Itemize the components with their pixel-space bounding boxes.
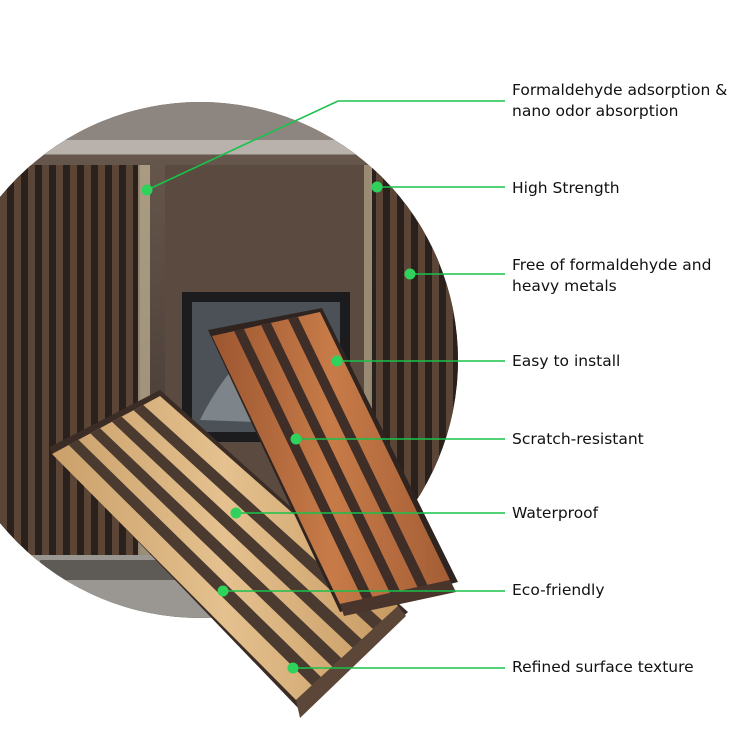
panel-groove	[68, 439, 321, 686]
wall-slat	[28, 165, 35, 565]
panel-groove	[234, 328, 373, 600]
wall-slat	[42, 165, 49, 565]
wall-slat	[84, 165, 91, 565]
feature-leaders	[141, 100, 505, 674]
panel-groove	[111, 416, 362, 648]
feature-label-easy-install: Easy to install	[512, 352, 621, 370]
wall-slat	[432, 165, 439, 565]
wall-slat	[474, 165, 481, 565]
leader-line	[146, 100, 505, 191]
leader-dot	[141, 184, 153, 196]
panel-groove	[133, 404, 383, 630]
leader-dot	[371, 181, 383, 193]
leader-dot	[290, 433, 302, 445]
left-slat-wall	[0, 165, 140, 565]
feature-label-high-strength: High Strength	[512, 179, 620, 197]
wall-slat	[56, 165, 63, 565]
leader-dot	[217, 585, 229, 597]
wall-slat	[418, 165, 425, 565]
leader-dot	[230, 507, 242, 519]
wall-slat	[446, 165, 453, 565]
wall-slat	[14, 165, 21, 565]
wall-slat	[404, 165, 411, 565]
feature-label-surface-texture: Refined surface texture	[512, 658, 694, 676]
feature-label-odor-absorption: Formaldehyde adsorption & nano odor abso…	[512, 81, 728, 120]
wall-slat	[460, 165, 467, 565]
panel-groove	[288, 316, 428, 588]
wall-slat	[112, 165, 119, 565]
wall-slat	[0, 165, 7, 565]
wall-slat	[488, 165, 495, 565]
wall-slat	[376, 165, 383, 565]
light-wood-panel	[48, 390, 408, 718]
feature-label-eco-friendly: Eco-friendly	[512, 581, 605, 599]
panel-groove	[90, 428, 342, 667]
feature-label-scratch-resistant: Scratch-resistant	[512, 430, 644, 448]
wall-slat	[126, 165, 133, 565]
leader-dot	[287, 662, 299, 674]
panel-groove	[261, 322, 400, 594]
leader-dot	[331, 355, 343, 367]
wall-slat	[390, 165, 397, 565]
leader-dot	[404, 268, 416, 280]
feature-label-waterproof: Waterproof	[512, 504, 599, 522]
wall-slat	[70, 165, 77, 565]
brown-wood-panel	[208, 308, 458, 616]
feature-label-formaldehyde-free: Free of formaldehyde and heavy metals	[512, 256, 712, 295]
wall-slat	[98, 165, 105, 565]
